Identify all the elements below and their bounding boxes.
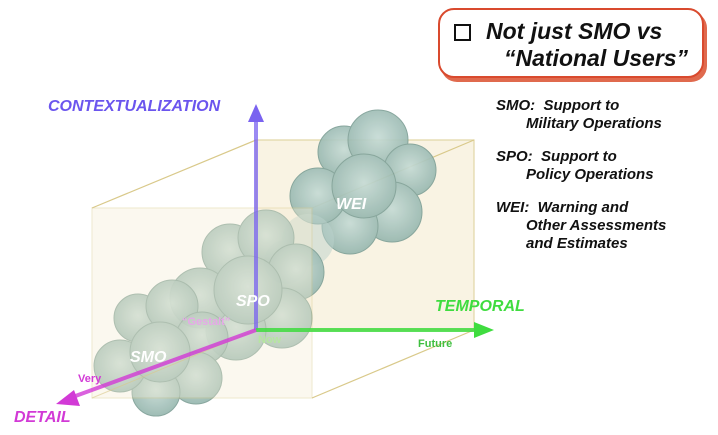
contextualization-axis bbox=[248, 104, 264, 330]
definition-text: Warning and bbox=[537, 199, 629, 216]
detail-label: DETAIL bbox=[14, 409, 71, 426]
temporal-axis bbox=[256, 322, 494, 338]
cloud-smo bbox=[93, 279, 229, 417]
cloud-wei bbox=[289, 109, 437, 255]
definition-term: SMO: bbox=[496, 97, 536, 114]
definition-text: Support to bbox=[543, 97, 620, 114]
callout-line-2: “National Users” bbox=[504, 45, 689, 71]
definition-text: Military Operations bbox=[526, 115, 662, 132]
definition-text: Policy Operations bbox=[526, 166, 654, 183]
future-tick: Future bbox=[418, 338, 453, 350]
definition-wei: WEI: Warning and Other Assessments and E… bbox=[496, 199, 666, 253]
cube-front-face bbox=[91, 207, 313, 399]
checkbox-bullet-icon bbox=[454, 24, 471, 41]
very-tick: Very bbox=[78, 373, 102, 385]
definitions-list: SMO: Support to Military Operations SPO:… bbox=[496, 97, 666, 268]
callout-box: Not just SMO vs “National Users” bbox=[438, 8, 704, 78]
definition-term: WEI: bbox=[496, 199, 530, 216]
definition-text: and Estimates bbox=[526, 235, 628, 252]
smo-label: SMO bbox=[130, 349, 167, 366]
contextualization-label: CONTEXTUALIZATION bbox=[48, 98, 221, 115]
definition-smo: SMO: Support to Military Operations bbox=[496, 97, 666, 133]
wei-label: WEI bbox=[336, 196, 367, 213]
spo-label: SPO bbox=[236, 293, 270, 310]
definition-text: Other Assessments bbox=[526, 217, 667, 234]
definition-text: Support to bbox=[541, 148, 617, 165]
temporal-label: TEMPORAL bbox=[435, 298, 525, 315]
definition-spo: SPO: Support to Policy Operations bbox=[496, 148, 666, 184]
detail-axis bbox=[56, 328, 257, 406]
gestalt-tick: “Gestalt” bbox=[182, 316, 231, 328]
definition-term: SPO: bbox=[496, 148, 533, 165]
callout-line-1: Not just SMO vs bbox=[486, 18, 663, 44]
cloud-spo bbox=[169, 209, 325, 361]
now-tick: Now bbox=[258, 334, 282, 346]
